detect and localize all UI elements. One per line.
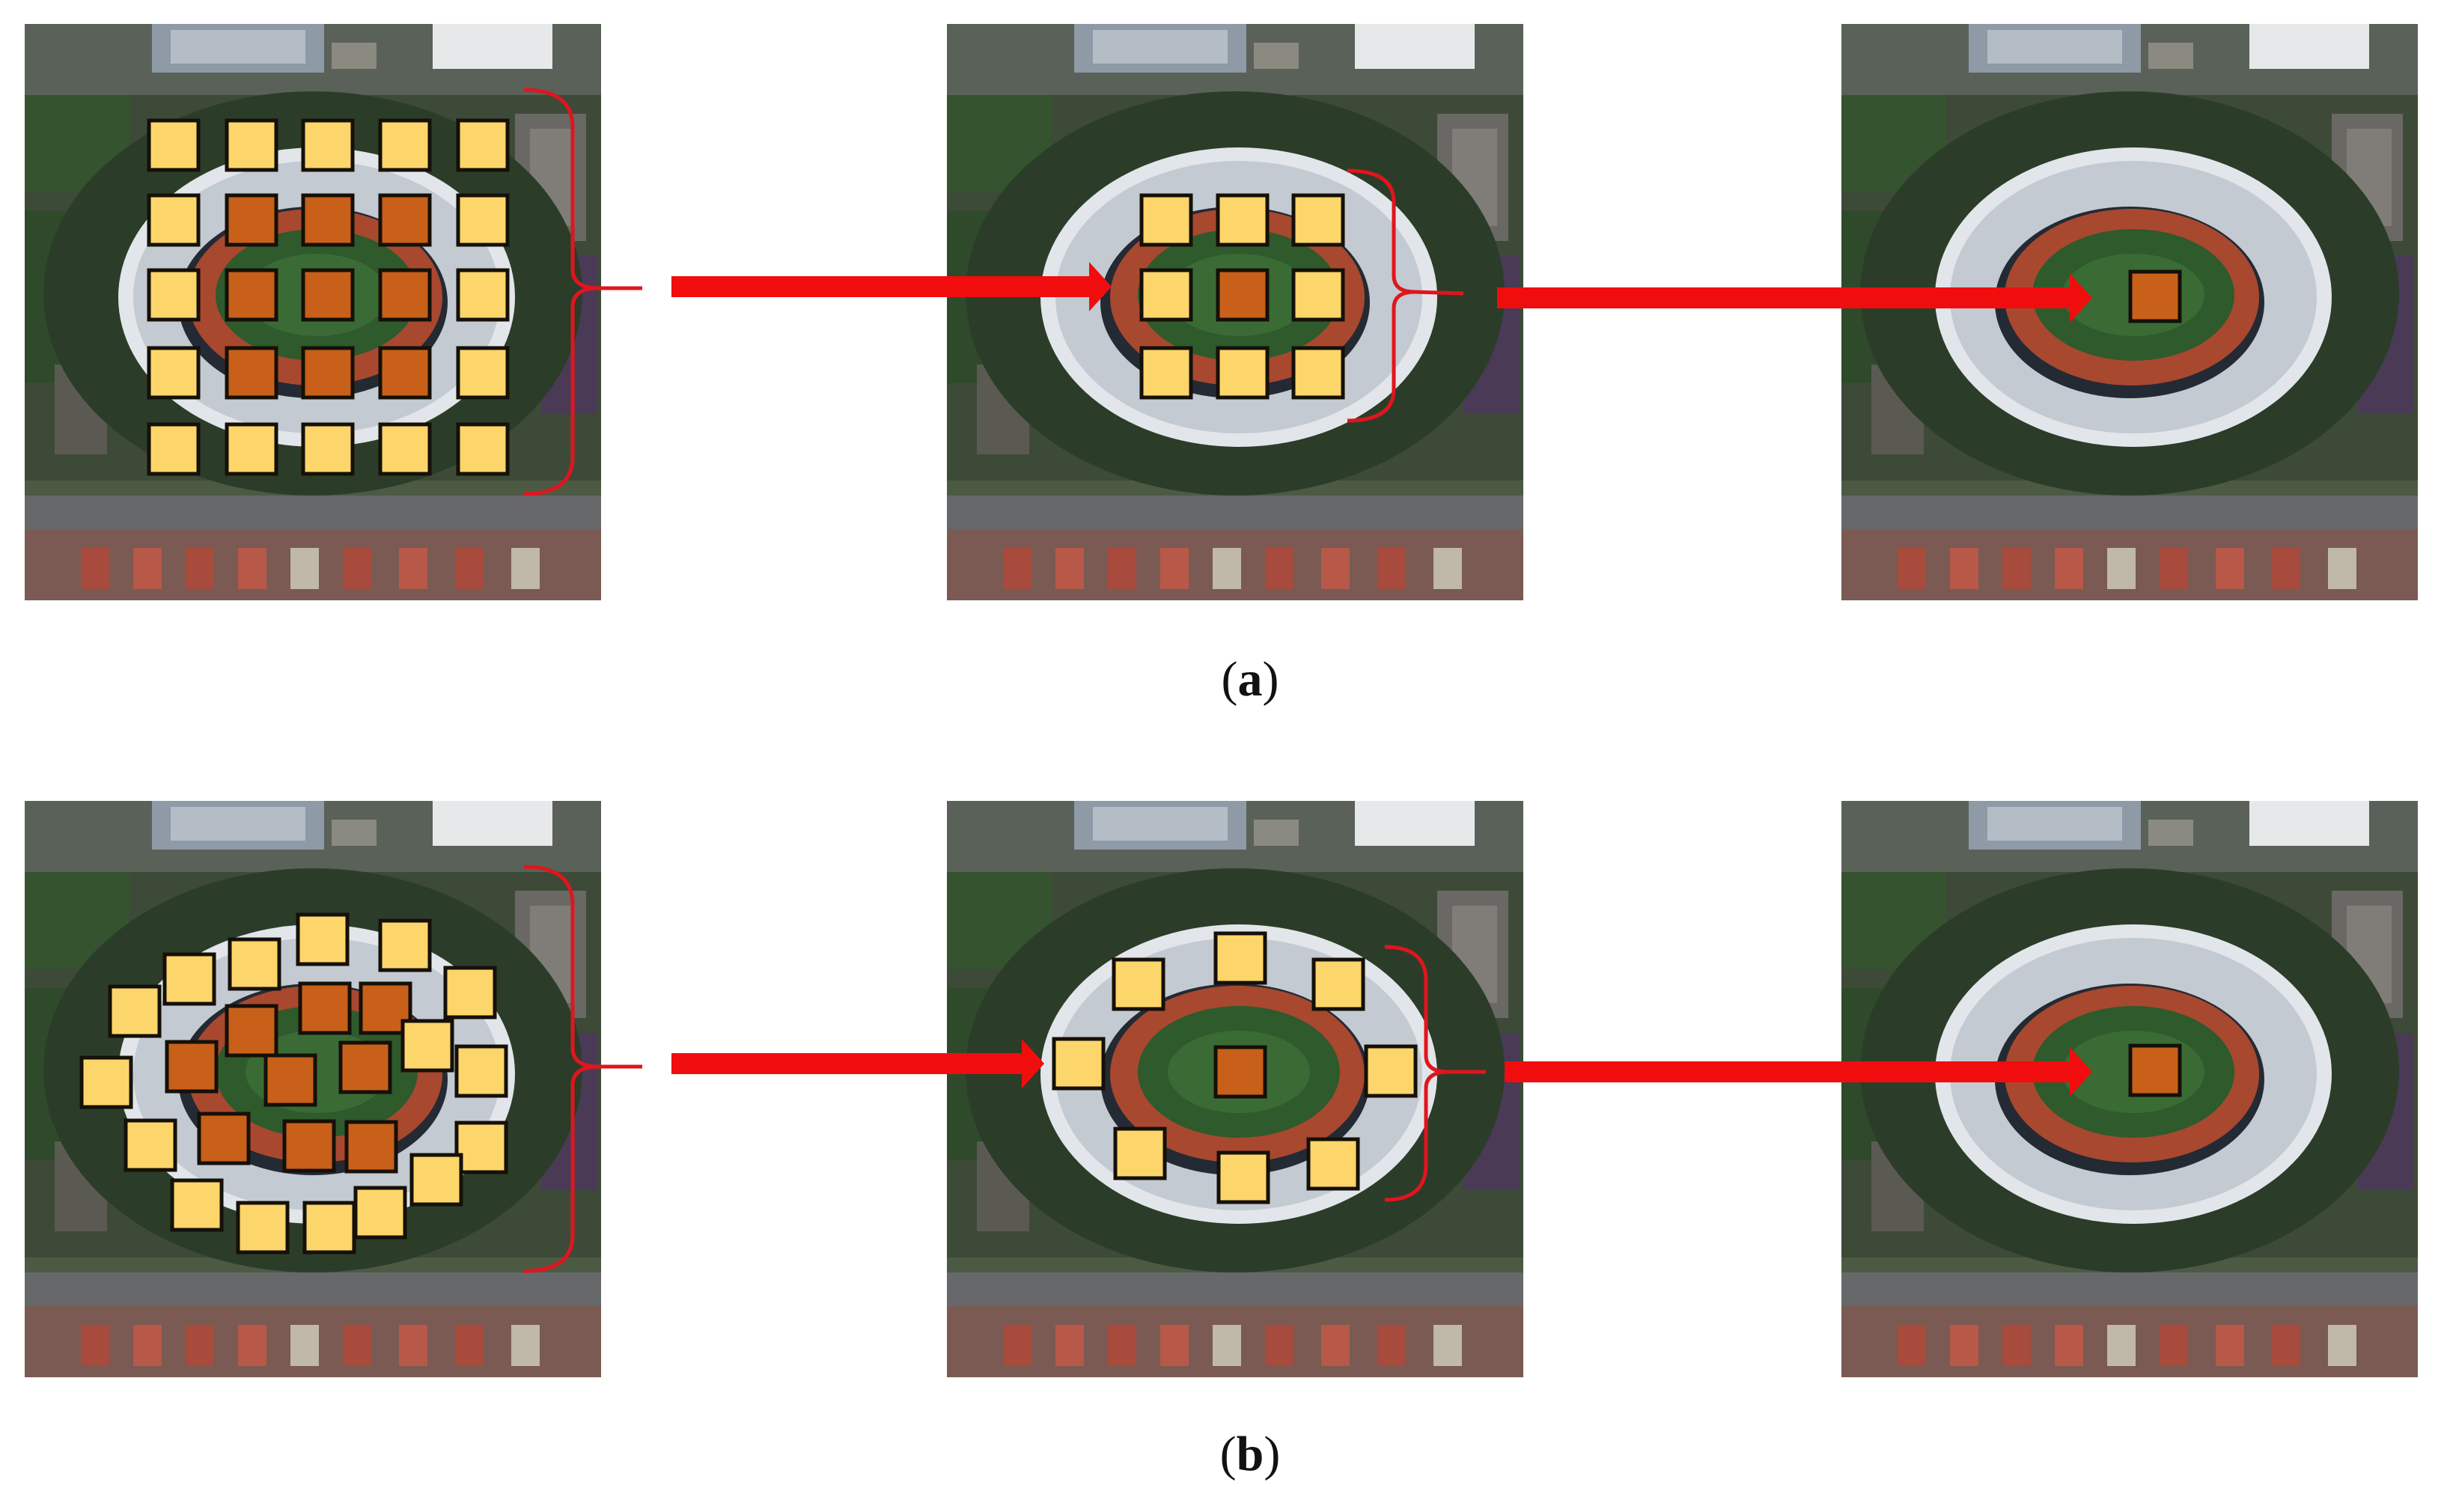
sample-light [236, 1201, 290, 1255]
sample-light [301, 118, 355, 172]
sample-dark [338, 1040, 392, 1094]
sample-dark [301, 193, 355, 247]
sample-light [1364, 1044, 1418, 1098]
sample-dark [197, 1112, 251, 1165]
sample-dark [378, 346, 432, 400]
sample-light [225, 118, 278, 172]
panel-a [25, 24, 2418, 600]
sample-light [454, 1121, 508, 1174]
sample-light [456, 268, 510, 322]
sample-dark [225, 1004, 278, 1058]
sample-light [147, 193, 201, 247]
sample-light [147, 346, 201, 400]
panel-b-deformable-samples-25 [79, 912, 508, 1255]
sample-light [296, 912, 350, 966]
panel-b-label-letter: b [1236, 1427, 1264, 1481]
panel-b-arrow-1 [671, 1039, 1044, 1088]
panel-a-label: (a) [1221, 652, 1279, 707]
sample-light [378, 118, 432, 172]
sample-light [147, 118, 201, 172]
sample-dark [1213, 1045, 1267, 1099]
sample-light [456, 118, 510, 172]
panel-b-deformable-samples-9 [1052, 931, 1418, 1204]
sample-dark [165, 1040, 219, 1094]
sample-light [302, 1201, 356, 1255]
sample-light [1139, 268, 1193, 322]
sample-light [1139, 193, 1193, 247]
sample-light [79, 1055, 133, 1109]
sample-light [456, 422, 510, 476]
sample-light [1291, 346, 1345, 400]
sample-light [1306, 1137, 1360, 1191]
panel-b-arrow-2 [1505, 1047, 2092, 1097]
sample-light [301, 422, 355, 476]
panel-b-output-sample [2128, 1043, 2182, 1097]
sample-light [228, 937, 281, 991]
sample-dark [344, 1120, 398, 1174]
sample-dark [225, 193, 278, 247]
sample-dark [301, 268, 355, 322]
sample-light [456, 346, 510, 400]
sample-light [400, 1019, 454, 1073]
sample-light [1213, 931, 1267, 985]
sample-dark [225, 268, 278, 322]
sample-light [409, 1153, 463, 1207]
panel-a-grid-samples-5x5 [147, 118, 510, 476]
sample-light [147, 422, 201, 476]
panel-a-grid-samples-3x3 [1139, 193, 1345, 400]
sample-dark [298, 981, 352, 1035]
sample-light [170, 1178, 224, 1232]
panel-a-label-letter: a [1237, 652, 1263, 707]
sample-light [378, 422, 432, 476]
sample-light [1216, 193, 1270, 247]
sample-dark [378, 193, 432, 247]
sample-dark [225, 346, 278, 400]
sample-dark [301, 346, 355, 400]
sample-light [1311, 957, 1365, 1011]
sample-light [1052, 1037, 1106, 1091]
sample-light [108, 984, 162, 1038]
sample-light [456, 193, 510, 247]
sample-light [1139, 346, 1193, 400]
sample-light [378, 918, 432, 972]
panel-b-label: (b) [1219, 1427, 1281, 1481]
sample-light [124, 1118, 177, 1172]
sample-light [1216, 1150, 1270, 1204]
sample-dark [282, 1119, 336, 1173]
sample-light [353, 1186, 407, 1240]
sample-light [147, 268, 201, 322]
panel-a-output-sample [2128, 269, 2182, 323]
panel-a-arrow-2 [1497, 273, 2092, 323]
sample-light [1113, 1127, 1167, 1180]
sample-dark [263, 1053, 317, 1107]
sample-light [225, 422, 278, 476]
panel-a-arrow-1 [671, 262, 1112, 311]
sample-light [1216, 346, 1270, 400]
sample-light [1291, 193, 1345, 247]
panel-b [25, 801, 2418, 1377]
sample-light [443, 966, 497, 1019]
sample-light [1291, 268, 1345, 322]
sample-dark [1216, 268, 1270, 322]
sample-light [1112, 957, 1165, 1011]
sample-light [162, 952, 216, 1006]
sample-light [454, 1044, 508, 1098]
sample-dark [378, 268, 432, 322]
